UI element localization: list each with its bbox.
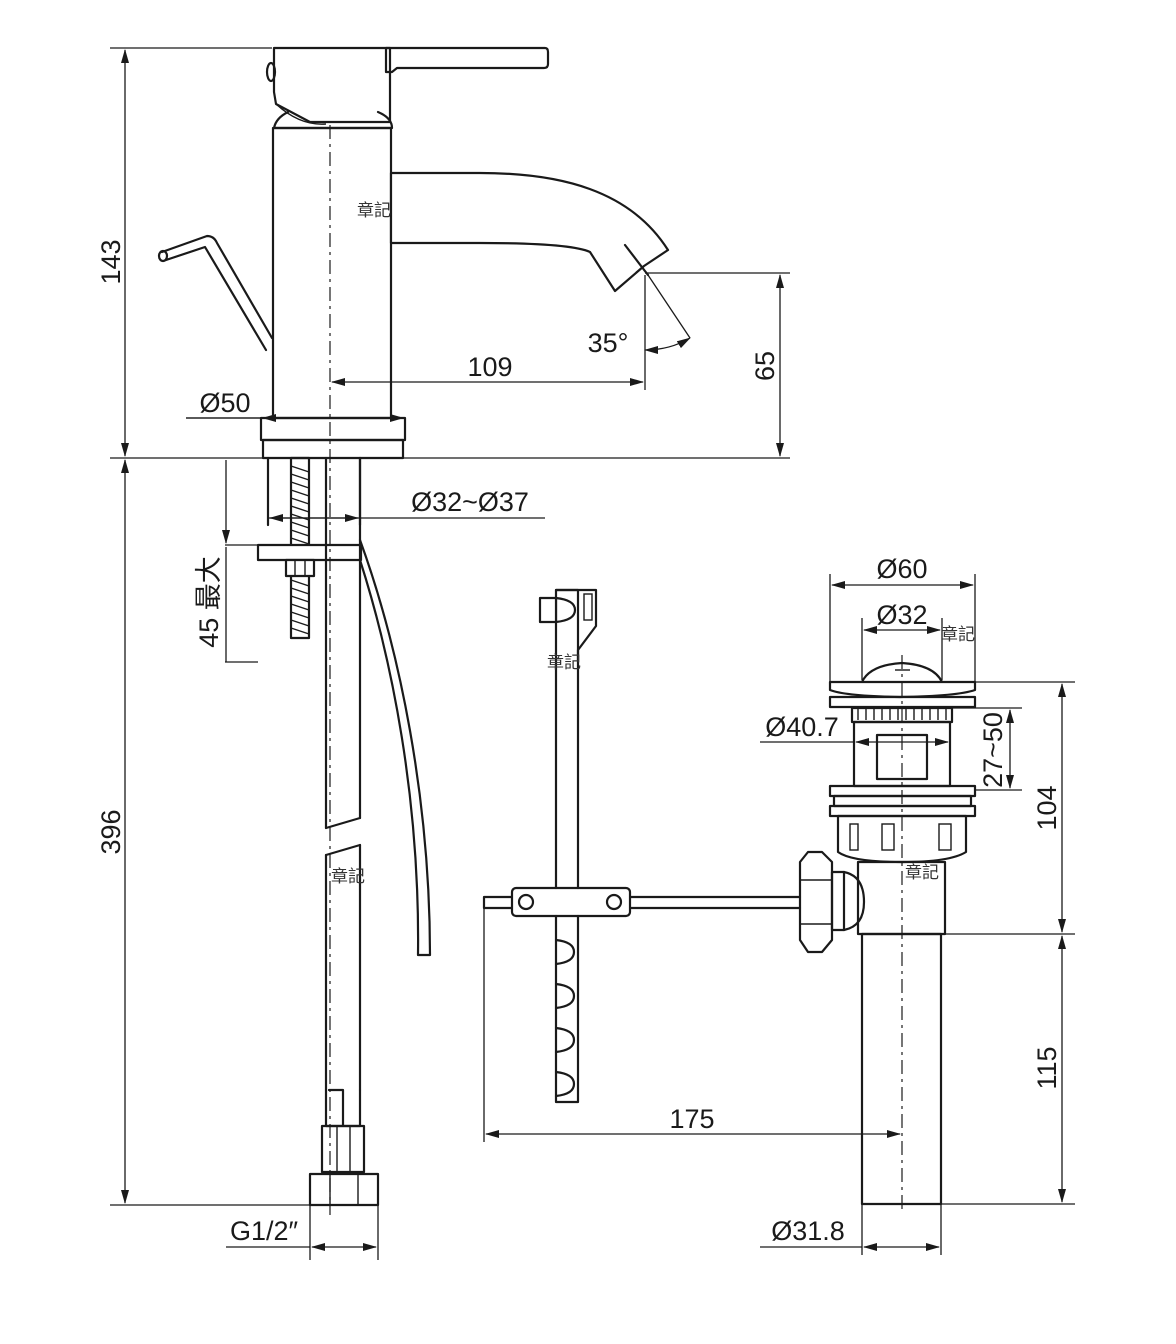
label-drain-adjust: 27~50: [978, 712, 1008, 788]
watermark: 章記: [357, 201, 391, 221]
dimension-lines: [110, 47, 1075, 1260]
max-thickness-label: 最大: [194, 556, 224, 610]
curved-hose: [358, 538, 432, 957]
watermark: 章記: [547, 653, 581, 673]
watermarks: 章記 章記 章記 章記 章記: [331, 201, 975, 887]
watermark: 章記: [905, 863, 939, 883]
label-drain-upper: 104: [1032, 785, 1062, 830]
thread-lines: [290, 465, 310, 635]
watermark: 章記: [331, 867, 365, 887]
faucet: [157, 46, 670, 1215]
label-hose-length: 396: [96, 809, 126, 854]
label-body-diameter: Ø50: [199, 388, 250, 418]
label-max-thickness: 45 最大: [194, 556, 224, 648]
pull-rod: [160, 234, 274, 352]
label-spout-reach: 109: [467, 352, 512, 382]
label-drain-plug: Ø32: [876, 600, 927, 630]
supply-hose: [324, 456, 362, 1092]
mounting-nut: [284, 558, 316, 578]
spout: [389, 171, 670, 293]
label-drain-lower: 115: [1032, 1046, 1062, 1089]
label-faucet-height: 143: [96, 239, 126, 284]
base-ring: [259, 416, 407, 442]
label-pipe-diameter: Ø31.8: [771, 1216, 845, 1246]
label-spout-height: 65: [750, 351, 780, 381]
label-hose-thread: G1/2″: [230, 1216, 299, 1246]
mounting-plate: [256, 543, 363, 562]
watermark: 章記: [941, 625, 975, 645]
label-drain-head: Ø60: [876, 554, 927, 584]
popup-linkage: [482, 588, 802, 1104]
lever-handle: [384, 46, 550, 74]
label-spout-angle: 35°: [588, 328, 629, 358]
rod-clip: [510, 886, 632, 918]
label-hole-diameter: Ø32~Ø37: [411, 487, 529, 517]
dimension-labels: 143 396 109 65 35° Ø50 Ø32~Ø37 45 最大 G1/…: [96, 239, 1062, 1246]
faucet-body: [271, 126, 393, 420]
label-rod-length: 175: [669, 1104, 714, 1134]
label-drain-body: Ø40.7: [765, 712, 839, 742]
hose-nut: [308, 1172, 380, 1207]
hose-fitting: [324, 1088, 362, 1128]
faucet-head: [272, 46, 392, 124]
rod-entry-nut: [798, 850, 834, 954]
strap-screw: [538, 596, 558, 624]
max-thickness-value: 45: [194, 618, 224, 648]
